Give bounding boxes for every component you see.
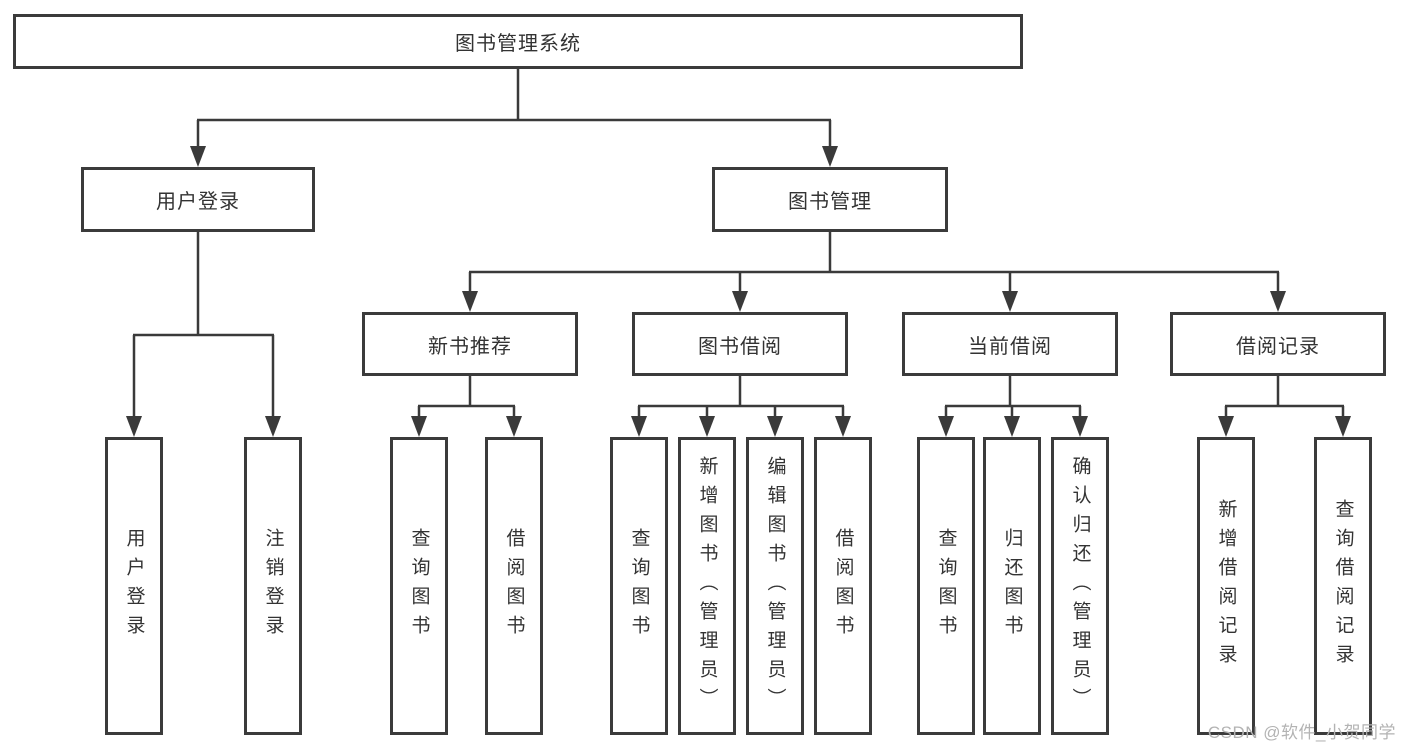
leaf-user-login: 用户登录 <box>105 437 163 735</box>
leaf-edit-books-admin: 编辑图书（管理员） <box>746 437 804 735</box>
leaf-borrow-books-1: 借阅图书 <box>485 437 543 735</box>
leaf-label: 借阅图书 <box>503 528 525 644</box>
leaf-return-books: 归还图书 <box>983 437 1041 735</box>
leaf-label: 查询借阅记录 <box>1332 499 1354 673</box>
leaf-label: 新增借阅记录 <box>1215 499 1237 673</box>
leaf-label: 编辑图书（管理员） <box>764 455 786 717</box>
leaf-query-books-2: 查询图书 <box>610 437 668 735</box>
leaf-query-borrow-record: 查询借阅记录 <box>1314 437 1372 735</box>
node-user-login: 用户登录 <box>81 167 315 232</box>
node-library-management-system: 图书管理系统 <box>13 14 1023 69</box>
leaf-add-books-admin: 新增图书（管理员） <box>678 437 736 735</box>
leaf-label: 注销登录 <box>262 528 284 644</box>
leaf-confirm-return-admin: 确认归还（管理员） <box>1051 437 1109 735</box>
leaf-logout: 注销登录 <box>244 437 302 735</box>
leaf-label: 借阅图书 <box>832 528 854 644</box>
node-label: 新书推荐 <box>428 335 512 358</box>
node-current-borrowing: 当前借阅 <box>902 312 1118 376</box>
node-label: 图书管理系统 <box>455 33 581 55</box>
leaf-label: 查询图书 <box>628 528 650 644</box>
node-new-book-recommendation: 新书推荐 <box>362 312 578 376</box>
node-label: 图书借阅 <box>698 335 782 358</box>
leaf-query-books-3: 查询图书 <box>917 437 975 735</box>
leaf-label: 查询图书 <box>935 528 957 644</box>
leaf-borrow-books-2: 借阅图书 <box>814 437 872 735</box>
node-label: 图书管理 <box>788 191 872 213</box>
node-borrowing-records: 借阅记录 <box>1170 312 1386 376</box>
csdn-watermark: CSDN @软件_小贺同学 <box>1207 723 1396 742</box>
leaf-label: 用户登录 <box>123 528 145 644</box>
leaf-label: 新增图书（管理员） <box>696 455 718 717</box>
node-label: 当前借阅 <box>968 335 1052 358</box>
leaf-label: 查询图书 <box>408 528 430 644</box>
leaf-label: 确认归还（管理员） <box>1069 455 1091 717</box>
node-book-borrowing: 图书借阅 <box>632 312 848 376</box>
node-label: 用户登录 <box>156 191 240 213</box>
leaf-query-books-1: 查询图书 <box>390 437 448 735</box>
leaf-add-borrow-record: 新增借阅记录 <box>1197 437 1255 735</box>
node-book-management: 图书管理 <box>712 167 948 232</box>
leaf-label: 归还图书 <box>1001 528 1023 644</box>
node-label: 借阅记录 <box>1236 335 1320 358</box>
